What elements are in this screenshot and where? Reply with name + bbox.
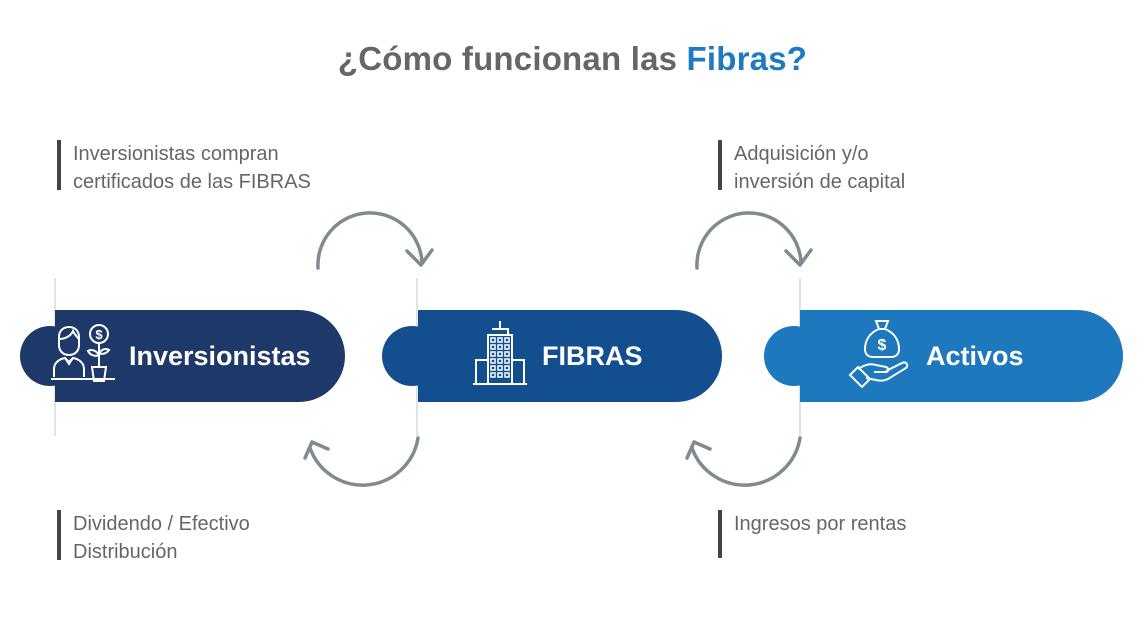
note-line: Distribución	[73, 541, 178, 563]
stage-label: Inversionistas	[129, 340, 311, 371]
title-text: ¿Cómo funcionan las	[337, 40, 687, 77]
page-title: ¿Cómo funcionan las Fibras?	[0, 40, 1145, 78]
arrow-icon	[685, 440, 712, 460]
building-icon	[472, 320, 528, 393]
arrow-icon	[303, 440, 330, 460]
arrow-icon	[316, 211, 424, 270]
arrow-icon	[405, 248, 434, 267]
note-line: inversión de capital	[734, 171, 906, 193]
note-line: Dividendo / Efectivo	[73, 513, 250, 535]
investor-plant-dollar-icon: $	[51, 323, 115, 390]
stage-label: FIBRAS	[542, 340, 643, 371]
stage-fibras: FIBRAS	[418, 310, 722, 402]
note-acquisition-capital: Adquisición y/o inversión de capital	[718, 140, 905, 193]
arrow-icon	[695, 211, 803, 270]
svg-text:$: $	[95, 327, 103, 342]
stage-label: Activos	[926, 340, 1024, 371]
arrow-icon	[308, 436, 420, 487]
hand-money-bag-icon: $	[846, 317, 912, 396]
note-line: Ingresos por rentas	[734, 513, 907, 535]
note-line: Adquisición y/o	[734, 143, 869, 165]
arrow-icon	[784, 248, 813, 267]
note-purchase-certificates: Inversionistas compran certificados de l…	[57, 140, 311, 193]
stage-inversionistas: $ Inversionistas	[51, 310, 345, 402]
note-dividend-distribution: Dividendo / Efectivo Distribución	[57, 510, 250, 563]
arrow-icon	[690, 436, 802, 487]
note-rental-income: Ingresos por rentas	[718, 510, 906, 558]
stage-activos: $ Activos	[800, 310, 1123, 402]
note-line: Inversionistas compran	[73, 143, 279, 165]
svg-text:$: $	[878, 337, 887, 354]
title-accent: Fibras?	[686, 40, 808, 77]
note-line: certificados de las FIBRAS	[73, 171, 311, 193]
